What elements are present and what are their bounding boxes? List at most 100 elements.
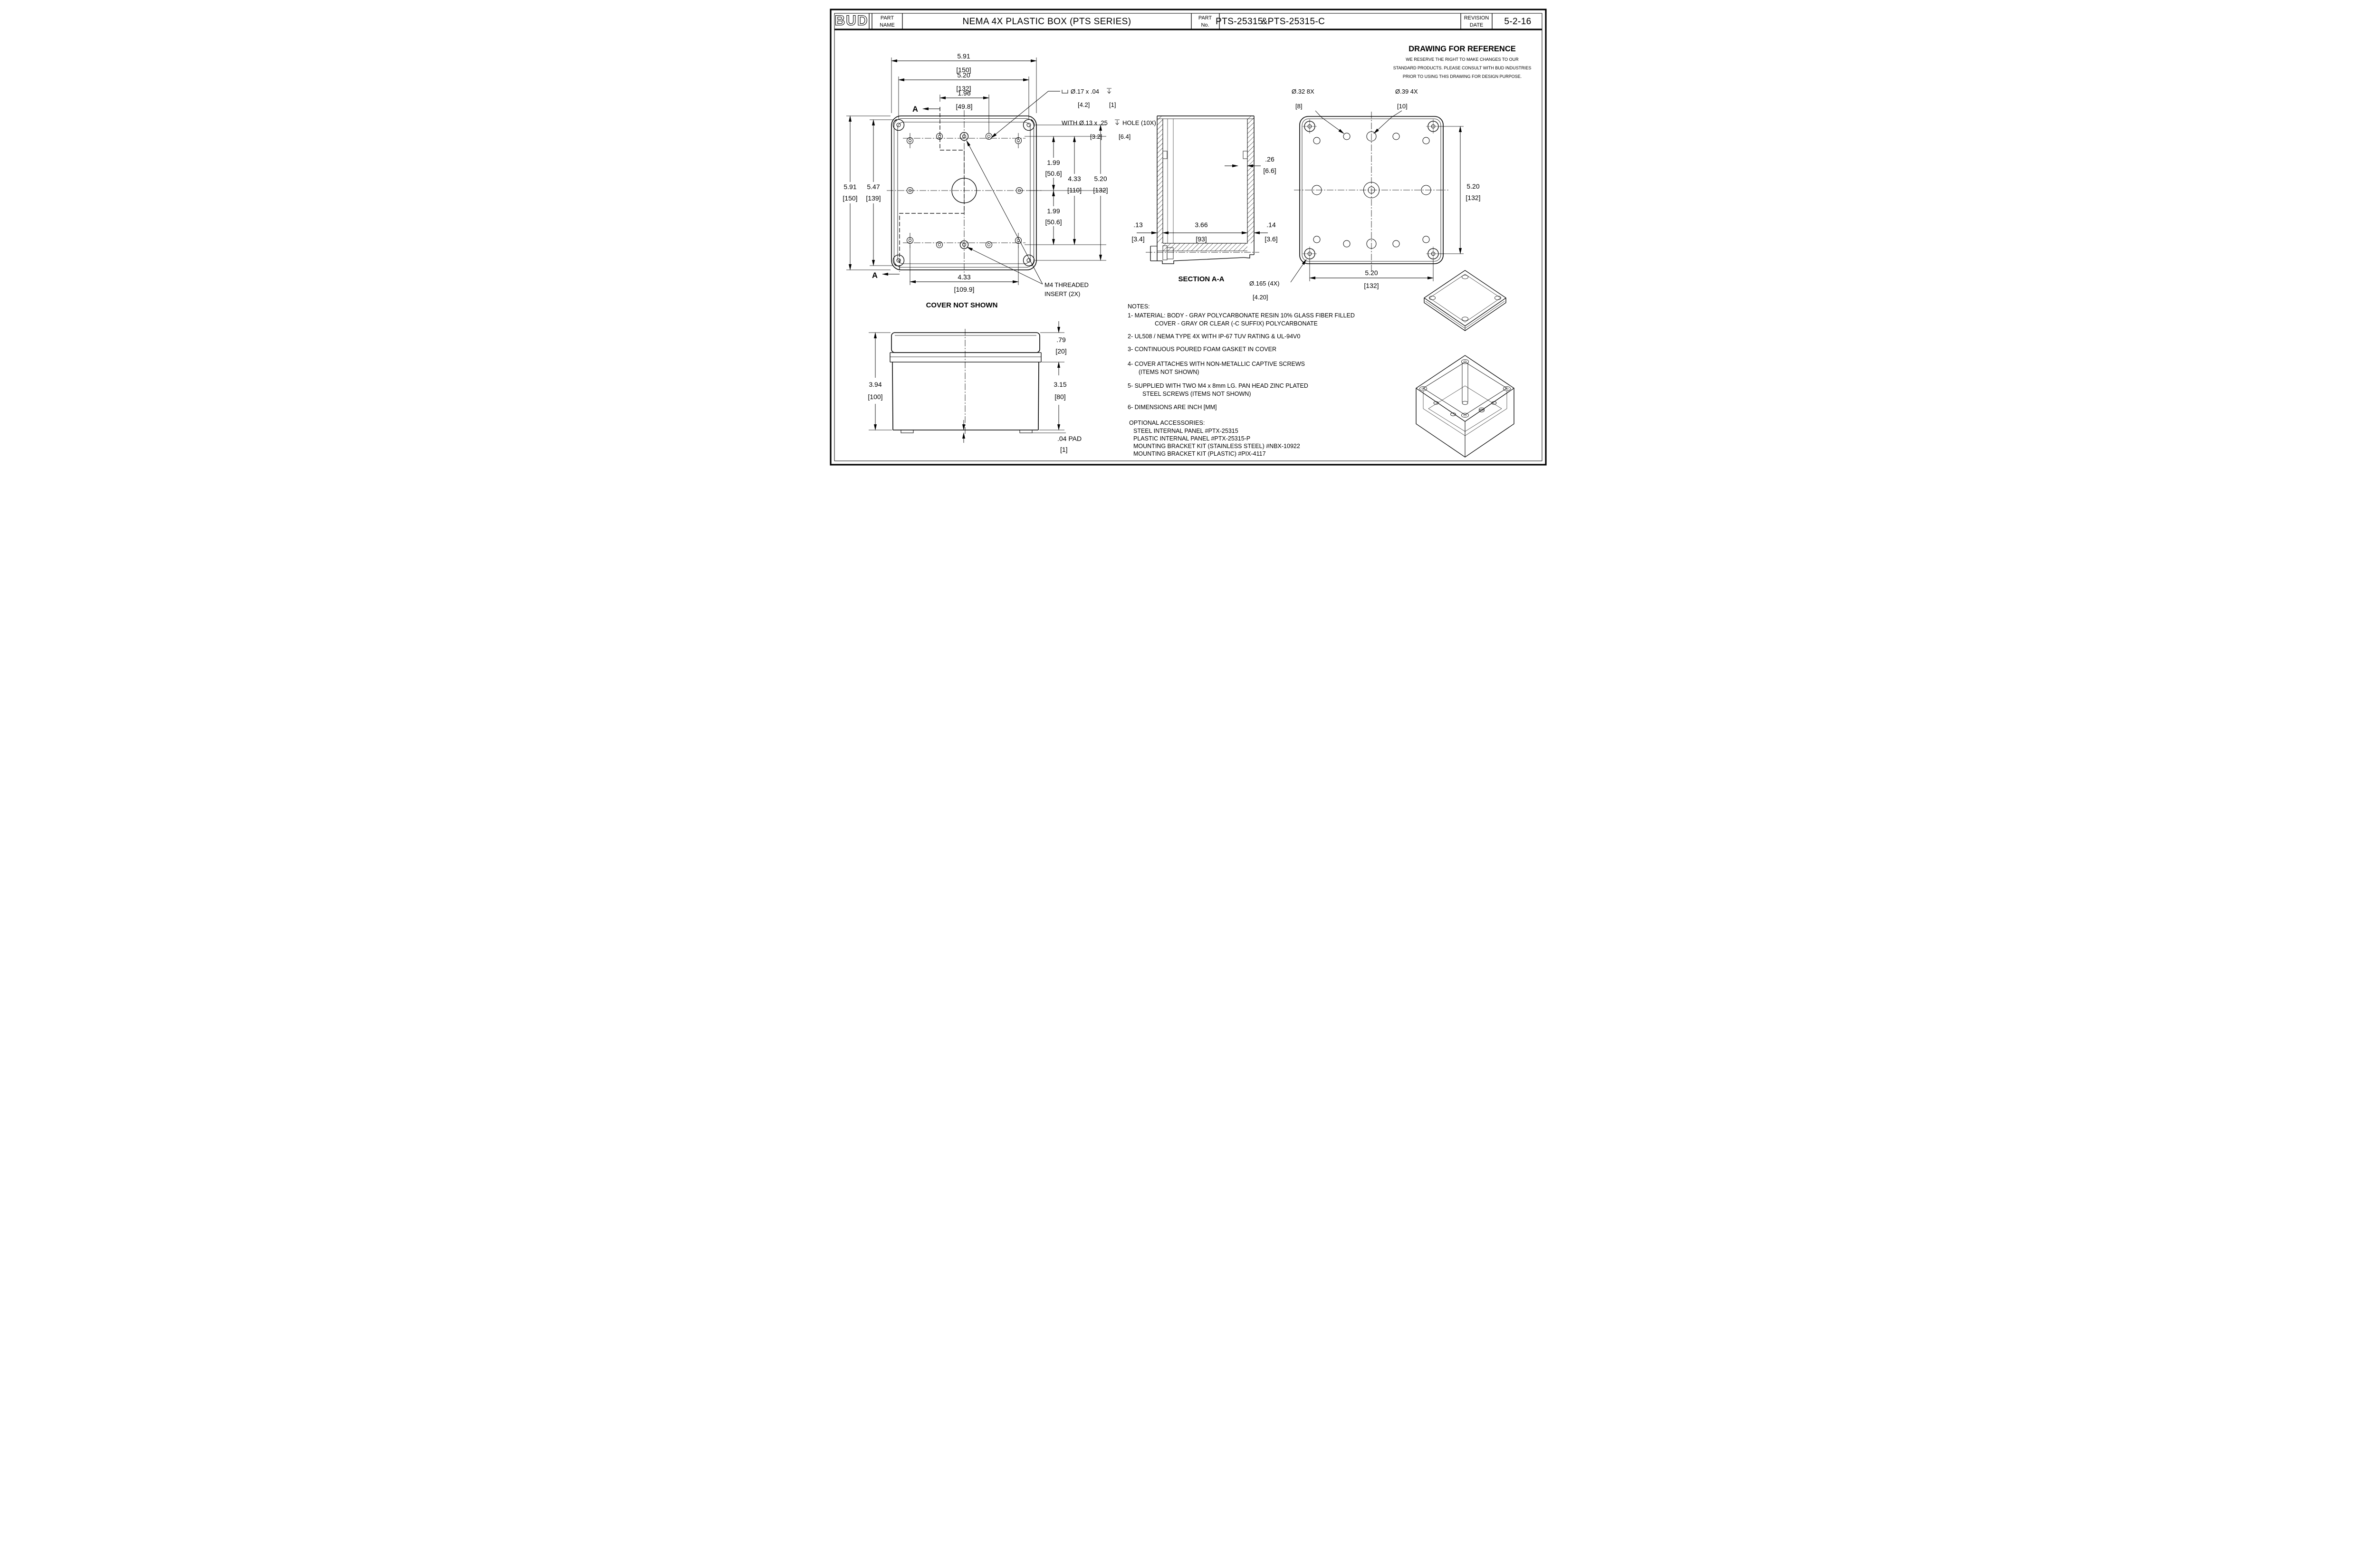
plan-dim-width: 5.91 [150] — [891, 52, 1037, 113]
part-name-value: NEMA 4X PLASTIC BOX (PTS SERIES) — [962, 17, 1131, 27]
callout-text: Ø.17 x .04 — [1071, 88, 1099, 95]
dim-text: [110] — [1067, 186, 1081, 194]
part-no-2: PTS-25315-C — [1267, 17, 1325, 27]
plan-caption: COVER NOT SHOWN — [926, 301, 997, 309]
plan-insert-note: M4 THREADED INSERT (2X) — [966, 140, 1089, 297]
cover-view: Ø.32 8X [8] Ø.39 4X [10] Ø.165 (4X) [4.2… — [1249, 88, 1481, 301]
callout-text: [1] — [1109, 101, 1116, 108]
dim-text: 5.47 — [867, 183, 880, 191]
accessories-heading: OPTIONAL ACCESSORIES: — [1129, 420, 1205, 426]
note-line: 3- CONTINUOUS POURED FOAM GASKET IN COVE… — [1128, 346, 1276, 353]
section-cut-line — [899, 107, 965, 272]
dim-text: [132] — [1093, 186, 1108, 194]
drawing-sheet: BUD PART NAME NEMA 4X PLASTIC BOX (PTS S… — [821, 0, 1555, 475]
dim-text: [20] — [1055, 347, 1066, 355]
dim-text: 5.91 — [957, 52, 970, 60]
accessory-line: PLASTIC INTERNAL PANEL #PTX-25315-P — [1133, 435, 1250, 442]
note-text: M4 THREADED — [1044, 281, 1089, 288]
dim-text: .04 PAD — [1057, 435, 1082, 442]
dim-text: 1.96 — [958, 89, 970, 97]
dim-text: 3.66 — [1195, 221, 1207, 229]
reference-note-line1: WE RESERVE THE RIGHT TO MAKE CHANGES TO … — [1406, 57, 1519, 62]
part-name-label-1: PART — [880, 15, 894, 21]
dim-text: [50.6] — [1045, 170, 1062, 177]
section-letter-bottom: A — [872, 271, 878, 280]
plan-view: A A 5.91 [150] 5.20 [132] 1.96 [49.8] 5.… — [843, 52, 1156, 309]
bud-logo: BUD — [834, 13, 868, 29]
dim-text: .13 — [1133, 221, 1143, 229]
note-line: 5- SUPPLIED WITH TWO M4 x 8mm LG. PAN HE… — [1128, 382, 1308, 389]
dim-text: [3.6] — [1265, 235, 1277, 243]
iso-body-view — [1415, 355, 1514, 458]
section-bottom-flange — [1150, 245, 1254, 264]
dim-text: 3.94 — [869, 381, 881, 388]
side-view: 3.94 [100] .79 [20] 3.15 [80] .04 PAD [1… — [868, 321, 1082, 453]
note-line: COVER - GRAY OR CLEAR (-C SUFFIX) POLYCA… — [1155, 320, 1318, 327]
counterbore-icon — [1062, 90, 1068, 94]
callout-text: Ø.165 (4X) — [1249, 280, 1280, 287]
callout-text: Ø.39 4X — [1395, 88, 1418, 95]
plan-dim-insert-x: 1.96 [49.8] — [939, 89, 989, 133]
dim-text: [100] — [868, 393, 882, 401]
dim-text: 1.99 — [1047, 207, 1060, 215]
dim-text: [132] — [956, 85, 971, 92]
depth-icon — [1114, 119, 1120, 125]
note-line: (ITEMS NOT SHOWN) — [1139, 369, 1199, 375]
dim-text: 3.15 — [1054, 381, 1066, 388]
dim-text: .26 — [1265, 155, 1274, 163]
section-arrow-bottom: A — [872, 271, 900, 280]
section-view: .26 [6.6] .13 [3.4] 3.66 [93] .14 [3.6] … — [1131, 115, 1277, 283]
callout-text: [4.20] — [1253, 294, 1268, 301]
callout-text: [6.4] — [1119, 133, 1131, 140]
dim-text: 4.33 — [958, 273, 970, 281]
reference-note-title: DRAWING FOR REFERENCE — [1408, 45, 1516, 53]
side-dim-pad: .04 PAD [1] — [962, 420, 1082, 453]
callout-text: [10] — [1397, 103, 1408, 110]
title-block: BUD PART NAME NEMA 4X PLASTIC BOX (PTS S… — [834, 12, 1542, 30]
side-dims-right: .79 [20] 3.15 [80] — [1039, 321, 1066, 430]
callout-text: Ø.32 8X — [1292, 88, 1314, 95]
section-letter-top: A — [912, 105, 918, 114]
part-no-1: PTS-25315 — [1216, 17, 1263, 27]
notes-block: NOTES: 1- MATERIAL: BODY - GRAY POLYCARB… — [1128, 303, 1355, 411]
dim-text: [109.9] — [954, 286, 974, 293]
dim-text: [3.4] — [1131, 235, 1144, 243]
revision-date: 5-2-16 — [1504, 17, 1531, 27]
section-label: SECTION A-A — [1178, 275, 1224, 283]
accessory-line: MOUNTING BRACKET KIT (PLASTIC) #PIX-4117 — [1133, 450, 1266, 457]
dim-text: 5.91 — [843, 183, 856, 191]
plan-dim-flange: 5.47 [139] — [866, 119, 893, 266]
plan-dim-hole-span: 4.33 [109.9] — [909, 245, 1019, 293]
dim-text: 4.33 — [1068, 175, 1081, 182]
notes-heading: NOTES: — [1128, 303, 1150, 310]
dim-text: [150] — [843, 194, 857, 202]
cover-callout-small-holes: Ø.32 8X [8] — [1292, 88, 1344, 134]
revision-label-1: REVISION — [1464, 15, 1489, 21]
note-line: 1- MATERIAL: BODY - GRAY POLYCARBONATE R… — [1128, 312, 1355, 319]
section-dim-wall-top: .26 [6.6] — [1224, 155, 1276, 174]
part-no-label-2: No. — [1201, 22, 1209, 28]
reference-note-line2: STANDARD PRODUCTS. PLEASE CONSULT WITH B… — [1393, 66, 1531, 70]
side-foot-pad — [1019, 430, 1032, 433]
part-name-label-2: NAME — [880, 22, 895, 28]
reference-note: DRAWING FOR REFERENCE WE RESERVE THE RIG… — [1393, 45, 1531, 79]
cover-dim-width: 5.20 [132] — [1309, 260, 1434, 289]
dim-text: 1.99 — [1047, 159, 1060, 166]
note-line: STEEL SCREWS (ITEMS NOT SHOWN) — [1142, 391, 1251, 397]
note-line: 6- DIMENSIONS ARE INCH [MM] — [1128, 404, 1217, 411]
dim-text: [80] — [1054, 393, 1065, 401]
accessories-block: OPTIONAL ACCESSORIES: STEEL INTERNAL PAN… — [1129, 420, 1300, 457]
dim-text: 5.20 — [1094, 175, 1107, 182]
side-dim-height: 3.94 [100] — [868, 332, 892, 430]
callout-text: [8] — [1295, 103, 1302, 110]
plan-hole-callout: Ø.17 x .04 [4.2] [1] WITH Ø.13 x .25 HOL… — [990, 88, 1156, 140]
callout-text: [3.2] — [1090, 133, 1102, 140]
note-line: 2- UL508 / NEMA TYPE 4X WITH IP-67 TUV R… — [1128, 333, 1300, 340]
plan-corner-screws — [892, 119, 1035, 267]
note-line: 4- COVER ATTACHES WITH NON-METALLIC CAPT… — [1128, 361, 1305, 367]
cover-dim-height: 5.20 [132] — [1439, 126, 1480, 254]
drawing-canvas: BUD PART NAME NEMA 4X PLASTIC BOX (PTS S… — [829, 9, 1547, 466]
accessory-line: STEEL INTERNAL PANEL #PTX-25315 — [1133, 428, 1238, 434]
dim-text: [139] — [866, 194, 881, 202]
part-no-separator: & — [1261, 17, 1267, 27]
